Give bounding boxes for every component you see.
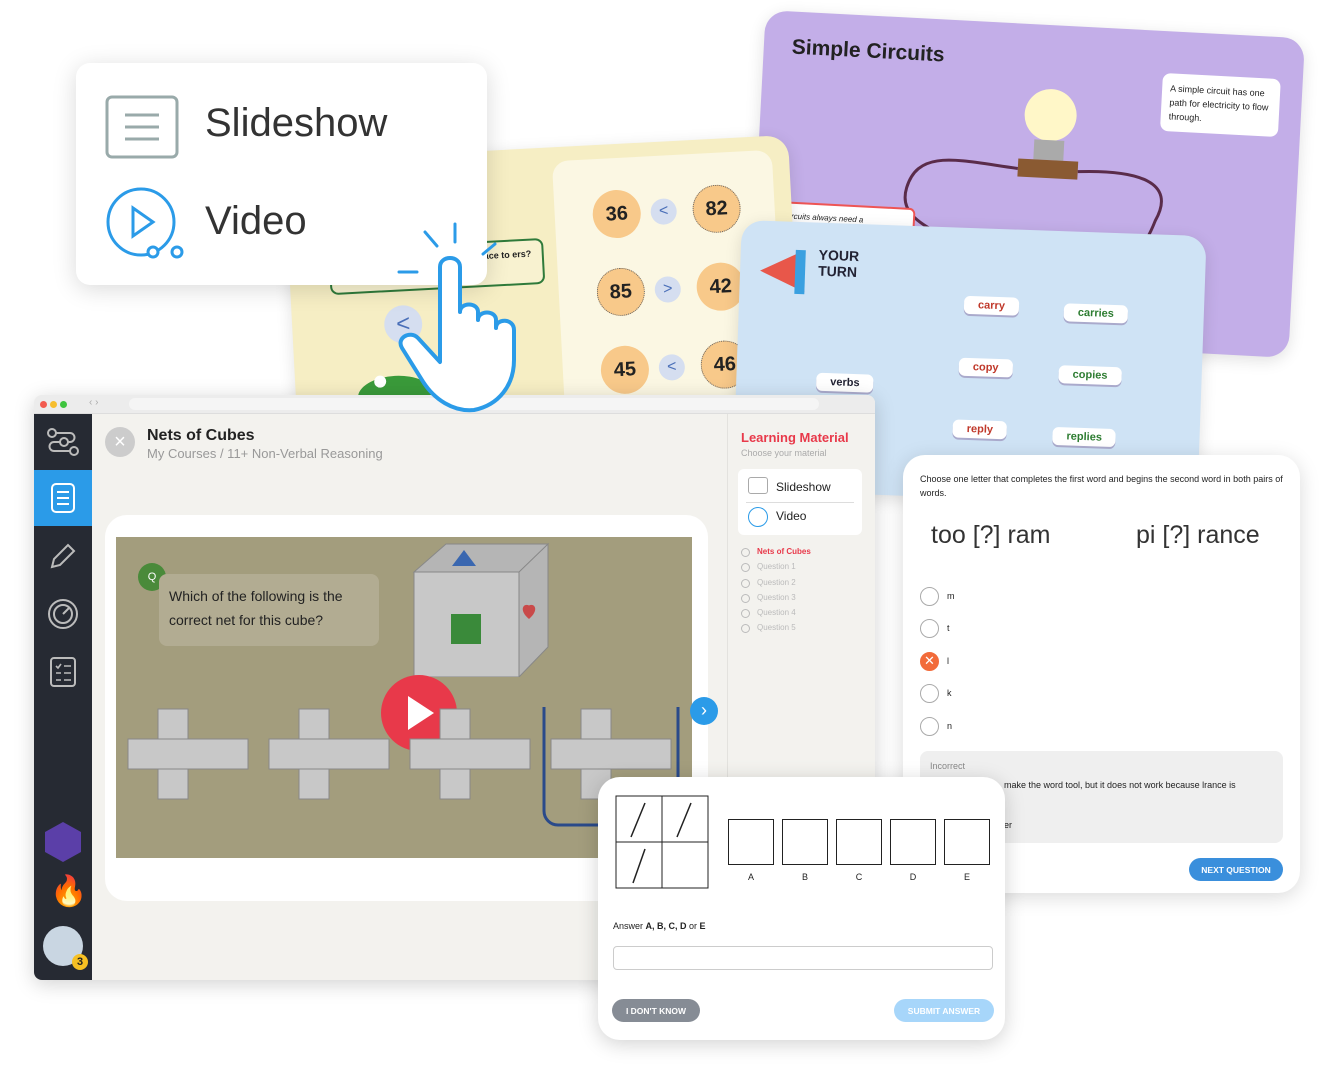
feedback-text: make the word tool, but it does not work… <box>1004 780 1236 790</box>
choice-figure-e[interactable] <box>944 819 990 865</box>
sidebar-item-learning[interactable] <box>34 470 92 526</box>
material-video[interactable]: Video <box>776 509 807 523</box>
choice-label: E <box>963 872 970 882</box>
number: 82 <box>691 183 742 235</box>
achievement-badge-icon[interactable] <box>45 822 81 862</box>
choice-figure-c[interactable] <box>836 819 882 865</box>
option-label: k <box>947 688 952 698</box>
material-menu-popup: Slideshow Video <box>76 63 487 285</box>
option-radio-t[interactable] <box>920 619 939 638</box>
comparison: > <box>654 275 682 304</box>
menu-item-slideshow[interactable]: Slideshow <box>205 101 388 145</box>
choice-label: D <box>909 872 917 882</box>
streak-count-badge: 3 <box>72 954 88 970</box>
play-icon <box>408 696 434 730</box>
option-label: l <box>947 656 949 666</box>
option-label: t <box>947 623 950 633</box>
choice-figure-d[interactable] <box>890 819 936 865</box>
step-item[interactable]: Question 1 <box>741 562 811 577</box>
lesson-steps: Nets of Cubes Question 1 Question 2 Ques… <box>741 547 811 639</box>
choice-figure-a[interactable] <box>728 819 774 865</box>
comparison: < <box>650 197 678 226</box>
close-window-button[interactable] <box>40 401 47 408</box>
word-card: reply <box>952 419 1008 440</box>
pencil-icon <box>50 543 76 569</box>
word-card: carries <box>1063 303 1129 324</box>
choice-label: A <box>747 872 754 882</box>
slideshow-icon <box>105 95 179 159</box>
word-card: carry <box>963 295 1020 316</box>
video-icon <box>748 507 768 527</box>
megaphone-icon <box>760 249 806 295</box>
panel-subtitle: Choose your material <box>741 448 827 458</box>
feedback-text-tail: er <box>1004 820 1013 830</box>
number: 85 <box>595 266 647 318</box>
dont-know-button[interactable]: I DON'T KNOW <box>612 999 700 1022</box>
close-lesson-button[interactable]: × <box>105 427 135 457</box>
hand-pointer-icon <box>397 222 516 413</box>
net-question-figure <box>615 795 709 889</box>
document-list-icon <box>51 483 75 513</box>
page-title: Nets of Cubes <box>147 427 255 444</box>
choice-figure-b[interactable] <box>782 819 828 865</box>
cube-illustration <box>412 542 550 677</box>
word-pair-2: pi [?] rance <box>1136 521 1260 549</box>
step-item[interactable]: Question 4 <box>741 608 811 623</box>
nets-quiz-card: A B C D E Answer A, B, C, D or E I DON'T… <box>598 777 1005 1040</box>
gauge-icon <box>48 599 78 629</box>
slideshow-icon <box>748 477 768 494</box>
menu-item-video[interactable]: Video <box>205 199 307 243</box>
option-radio-l-incorrect[interactable]: ✕ <box>920 652 939 671</box>
sidebar-item-courses[interactable] <box>34 414 92 470</box>
choice-label: B <box>801 872 808 882</box>
submit-answer-button[interactable]: SUBMIT ANSWER <box>894 999 994 1022</box>
streak-flame-icon[interactable]: 🔥 <box>50 875 88 908</box>
video-player[interactable]: Q Which of the following is the correct … <box>116 537 692 858</box>
word-pair-1: too [?] ram <box>931 521 1051 549</box>
step-item[interactable]: Question 5 <box>741 623 811 638</box>
sidebar-item-practice[interactable] <box>34 528 92 584</box>
sidebar-item-progress[interactable] <box>34 586 92 642</box>
word-card: copy <box>958 357 1013 378</box>
word-card: verbs <box>815 372 874 393</box>
checklist-icon <box>50 657 76 687</box>
answer-prompt: Answer A, B, C, D or E <box>613 921 706 931</box>
number: 36 <box>591 188 642 240</box>
option-label: n <box>947 721 953 731</box>
word-card: copies <box>1058 365 1122 386</box>
feedback-title: Incorrect <box>930 761 966 771</box>
video-icon <box>106 187 184 259</box>
option-radio-n[interactable] <box>920 717 939 736</box>
answer-input[interactable] <box>613 946 993 970</box>
number: 45 <box>599 344 651 396</box>
cube-net-options <box>127 707 680 827</box>
step-item[interactable]: Question 2 <box>741 578 811 593</box>
sidebar-item-tests[interactable] <box>34 644 92 700</box>
path-icon <box>47 428 79 456</box>
step-item[interactable]: Question 3 <box>741 593 811 608</box>
slide-title: Simple Circuits <box>791 35 946 67</box>
video-card: Q Which of the following is the correct … <box>105 515 718 901</box>
next-question-button[interactable]: NEXT QUESTION <box>1189 858 1283 881</box>
your-turn-title: YOUR TURN <box>817 246 860 281</box>
option-radio-m[interactable] <box>920 587 939 606</box>
material-slideshow[interactable]: Slideshow <box>776 480 831 494</box>
choice-label: C <box>855 872 863 882</box>
maximize-window-button[interactable] <box>60 401 67 408</box>
material-options: Slideshow Video <box>738 469 862 535</box>
back-forward-icon[interactable]: ‹ › <box>89 397 99 408</box>
option-label: m <box>947 591 955 601</box>
comparison: < <box>658 353 686 382</box>
panel-title: Learning Material <box>741 430 849 445</box>
quiz-instruction: Choose one letter that completes the fir… <box>920 474 1283 498</box>
step-current[interactable]: Nets of Cubes <box>741 547 811 562</box>
minimize-window-button[interactable] <box>50 401 57 408</box>
word-card: replies <box>1052 426 1117 448</box>
question-text: Which of the following is the correct ne… <box>159 574 379 646</box>
breadcrumb[interactable]: My Courses / 11+ Non-Verbal Reasoning <box>147 446 383 461</box>
your-turn-slide: YOUR TURN carry carries copy copies repl… <box>732 219 1207 507</box>
option-radio-k[interactable] <box>920 684 939 703</box>
next-video-arrow[interactable]: › <box>690 697 718 725</box>
sidebar: 🔥 3 <box>34 414 92 980</box>
